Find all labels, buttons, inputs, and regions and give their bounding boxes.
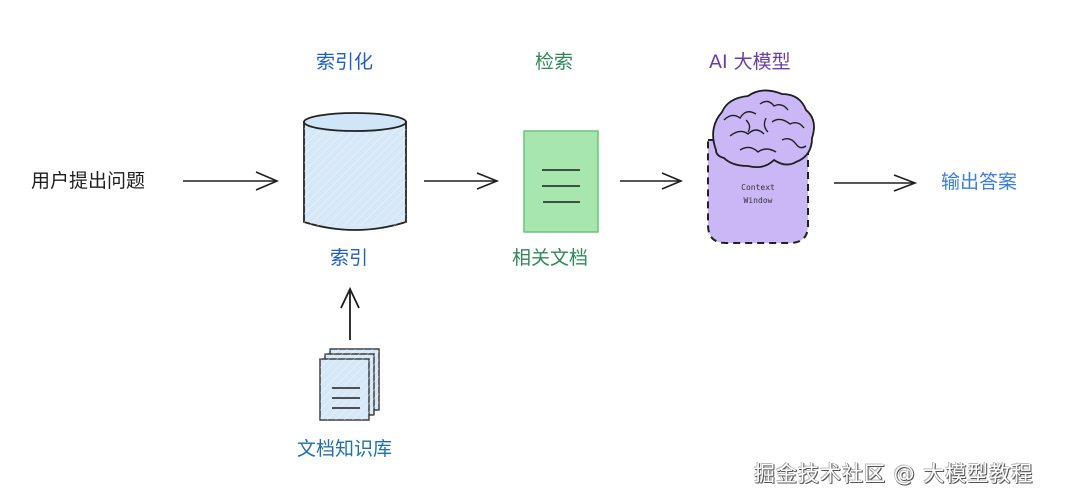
arrow-question-to-index [183,171,280,191]
user-question-label: 用户提出问题 [31,170,146,192]
arrow-llm-to-output [834,174,918,192]
index-label: 索引 [330,247,369,269]
arrow-docs-to-llm [620,172,684,190]
context-window-box: Context Window [707,139,809,244]
arrow-index-to-docs [424,172,500,190]
relevant-docs-label: 相关文档 [512,247,589,269]
watermark: 掘金技术社区 @ 大模型教程 [754,462,1034,486]
stage-llm-label: AI 大模型 [709,51,791,73]
index-cylinder-icon [303,112,407,231]
knowledge-base-label: 文档知识库 [297,438,393,460]
brain-icon [712,89,815,169]
output-answer-label: 输出答案 [941,171,1018,193]
arrow-kb-to-index [340,286,360,340]
knowledge-base-docs-icon [319,348,380,421]
window-label: Window [744,196,773,205]
context-label: Context [741,183,775,192]
stage-retrieval-label: 检索 [535,51,574,73]
relevant-docs-icon [523,130,599,233]
stage-indexing-label: 索引化 [316,51,374,73]
